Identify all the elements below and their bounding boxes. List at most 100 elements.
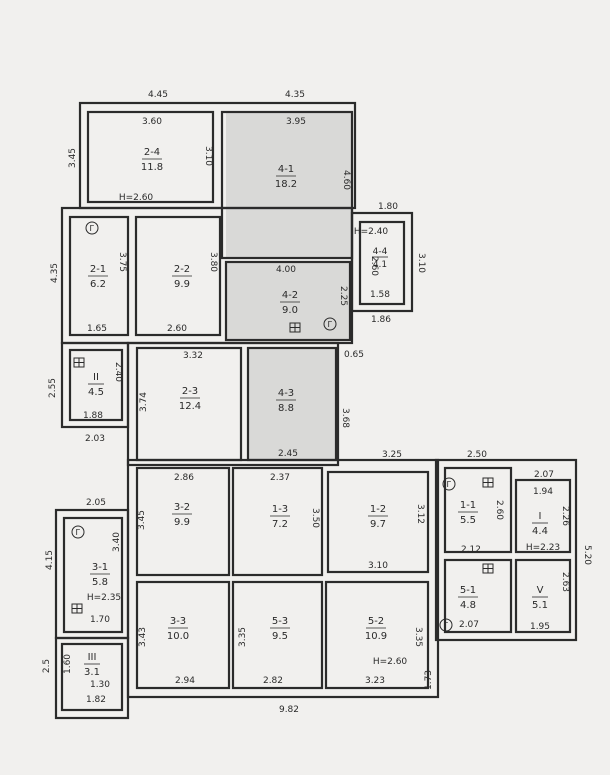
svg-text:4.45: 4.45 xyxy=(148,90,168,100)
svg-text:2.55: 2.55 xyxy=(48,378,58,398)
room-2-4-area: 11.8 xyxy=(141,162,163,173)
room-III-area: 3.1 xyxy=(84,667,100,678)
room-4-4-id: 4-4 xyxy=(373,247,388,257)
room-2-1-area: 6.2 xyxy=(90,279,106,290)
svg-text:1.30: 1.30 xyxy=(90,680,110,690)
svg-text:2.45: 2.45 xyxy=(278,449,298,459)
svg-text:3.10: 3.10 xyxy=(203,146,213,166)
svg-text:Г: Г xyxy=(328,320,333,329)
svg-text:1.88: 1.88 xyxy=(83,411,103,421)
svg-text:3.68: 3.68 xyxy=(340,408,350,428)
room-3-2-id: 3-2 xyxy=(174,502,190,513)
room-4-1-area: 18.2 xyxy=(275,179,297,190)
svg-text:1.86: 1.86 xyxy=(371,315,391,325)
svg-text:1.65: 1.65 xyxy=(87,324,107,334)
room-5-1-id: 5-1 xyxy=(460,585,476,596)
room-4-3-id: 4-3 xyxy=(278,388,294,399)
svg-text:2.86: 2.86 xyxy=(174,473,194,483)
room-3-3-area: 10.0 xyxy=(167,631,189,642)
svg-text:3.43: 3.43 xyxy=(138,627,148,647)
svg-text:4.15: 4.15 xyxy=(45,550,55,570)
room-3-2-area: 9.9 xyxy=(174,517,190,528)
svg-text:1.58: 1.58 xyxy=(370,290,390,300)
svg-text:Г: Г xyxy=(444,621,449,630)
svg-text:4.60: 4.60 xyxy=(341,170,351,190)
room-3-3-id: 3-3 xyxy=(170,616,186,627)
svg-text:H=2.60: H=2.60 xyxy=(119,193,154,203)
svg-text:2.60: 2.60 xyxy=(369,256,379,276)
room-5-3-area: 9.5 xyxy=(272,631,288,642)
svg-text:H=2.23: H=2.23 xyxy=(526,543,560,553)
svg-text:1.82: 1.82 xyxy=(86,695,106,705)
room-V-area: 5.1 xyxy=(532,600,548,611)
room-2-1-id: 2-1 xyxy=(90,264,106,275)
hatch-4-3 xyxy=(248,348,336,460)
room-3-1-id: 3-1 xyxy=(92,562,108,573)
svg-text:3.60: 3.60 xyxy=(142,117,162,127)
room-II-id: II xyxy=(93,372,99,383)
svg-text:5.20: 5.20 xyxy=(582,545,592,565)
svg-text:2.50: 2.50 xyxy=(467,450,487,460)
svg-text:9.82: 9.82 xyxy=(279,705,299,715)
room-1-2-id: 1-2 xyxy=(370,504,386,515)
room-4-2-area: 9.0 xyxy=(282,305,298,316)
svg-text:3.95: 3.95 xyxy=(286,117,306,127)
svg-text:2.82: 2.82 xyxy=(263,676,283,686)
svg-text:3.23: 3.23 xyxy=(365,676,385,686)
room-1-3-area: 7.2 xyxy=(272,519,288,530)
vertical-dimension-labels: 3.45 3.10 4.60 2.60 3.10 4.35 3.75 3.80 … xyxy=(42,146,592,690)
svg-text:2.26: 2.26 xyxy=(560,506,570,526)
svg-text:3.12: 3.12 xyxy=(415,504,425,524)
room-III-id: III xyxy=(88,652,97,663)
svg-text:3.45: 3.45 xyxy=(68,148,78,168)
svg-text:H=2.40: H=2.40 xyxy=(354,227,389,237)
room-I-area: 4.4 xyxy=(532,526,548,537)
svg-text:2.60: 2.60 xyxy=(167,324,187,334)
svg-text:1.73: 1.73 xyxy=(424,670,434,690)
room-5-2-area: 10.9 xyxy=(365,631,387,642)
room-1-1-area: 5.5 xyxy=(460,515,476,526)
room-5-3-id: 5-3 xyxy=(272,616,288,627)
hatch-4-2 xyxy=(226,262,350,340)
svg-text:3.40: 3.40 xyxy=(112,532,122,552)
svg-text:3.74: 3.74 xyxy=(139,392,149,412)
room-4-3-area: 8.8 xyxy=(278,403,294,414)
svg-text:3.35: 3.35 xyxy=(413,627,423,647)
room-II-area: 4.5 xyxy=(88,387,104,398)
room-4-1-id: 4-1 xyxy=(278,164,294,175)
room-labels: 2-4 11.8 4-1 18.2 4-4 4.1 2-1 6.2 2-2 9.… xyxy=(84,147,548,678)
room-1-3-id: 1-3 xyxy=(272,504,288,515)
room-2-3-id: 2-3 xyxy=(182,386,198,397)
svg-text:4.35: 4.35 xyxy=(285,90,305,100)
svg-text:3.10: 3.10 xyxy=(368,561,388,571)
svg-text:1.70: 1.70 xyxy=(90,615,110,625)
svg-text:2.40: 2.40 xyxy=(113,362,123,382)
svg-text:2.94: 2.94 xyxy=(175,676,195,686)
svg-text:4.35: 4.35 xyxy=(50,263,60,283)
svg-text:2.60: 2.60 xyxy=(494,500,504,520)
room-4-2-id: 4-2 xyxy=(282,290,298,301)
room-I-id: I xyxy=(539,511,542,522)
room-3-1-area: 5.8 xyxy=(92,577,108,588)
room-1-2-area: 9.7 xyxy=(370,519,386,530)
svg-text:Г: Г xyxy=(90,224,95,233)
svg-text:Г: Г xyxy=(76,528,81,537)
hatch-4-1 xyxy=(226,112,352,258)
svg-text:0.65: 0.65 xyxy=(344,350,364,360)
svg-text:3.45: 3.45 xyxy=(137,510,147,530)
svg-text:2.5: 2.5 xyxy=(42,659,52,673)
room-2-2-area: 9.9 xyxy=(174,279,190,290)
room-4-4-area: 4.1 xyxy=(373,260,387,270)
room-5-1-area: 4.8 xyxy=(460,600,476,611)
svg-text:2.03: 2.03 xyxy=(85,434,105,444)
svg-text:1.60: 1.60 xyxy=(63,654,73,674)
svg-text:3.75: 3.75 xyxy=(117,252,127,272)
gas-symbol-icon: Г Г Г Г Г xyxy=(71,221,456,632)
svg-text:2.12: 2.12 xyxy=(461,545,481,555)
svg-text:1.95: 1.95 xyxy=(530,622,550,632)
room-2-3-area: 12.4 xyxy=(179,401,201,412)
svg-text:3.35: 3.35 xyxy=(238,627,248,647)
svg-text:Г: Г xyxy=(447,480,452,489)
svg-text:2.07: 2.07 xyxy=(459,620,479,630)
